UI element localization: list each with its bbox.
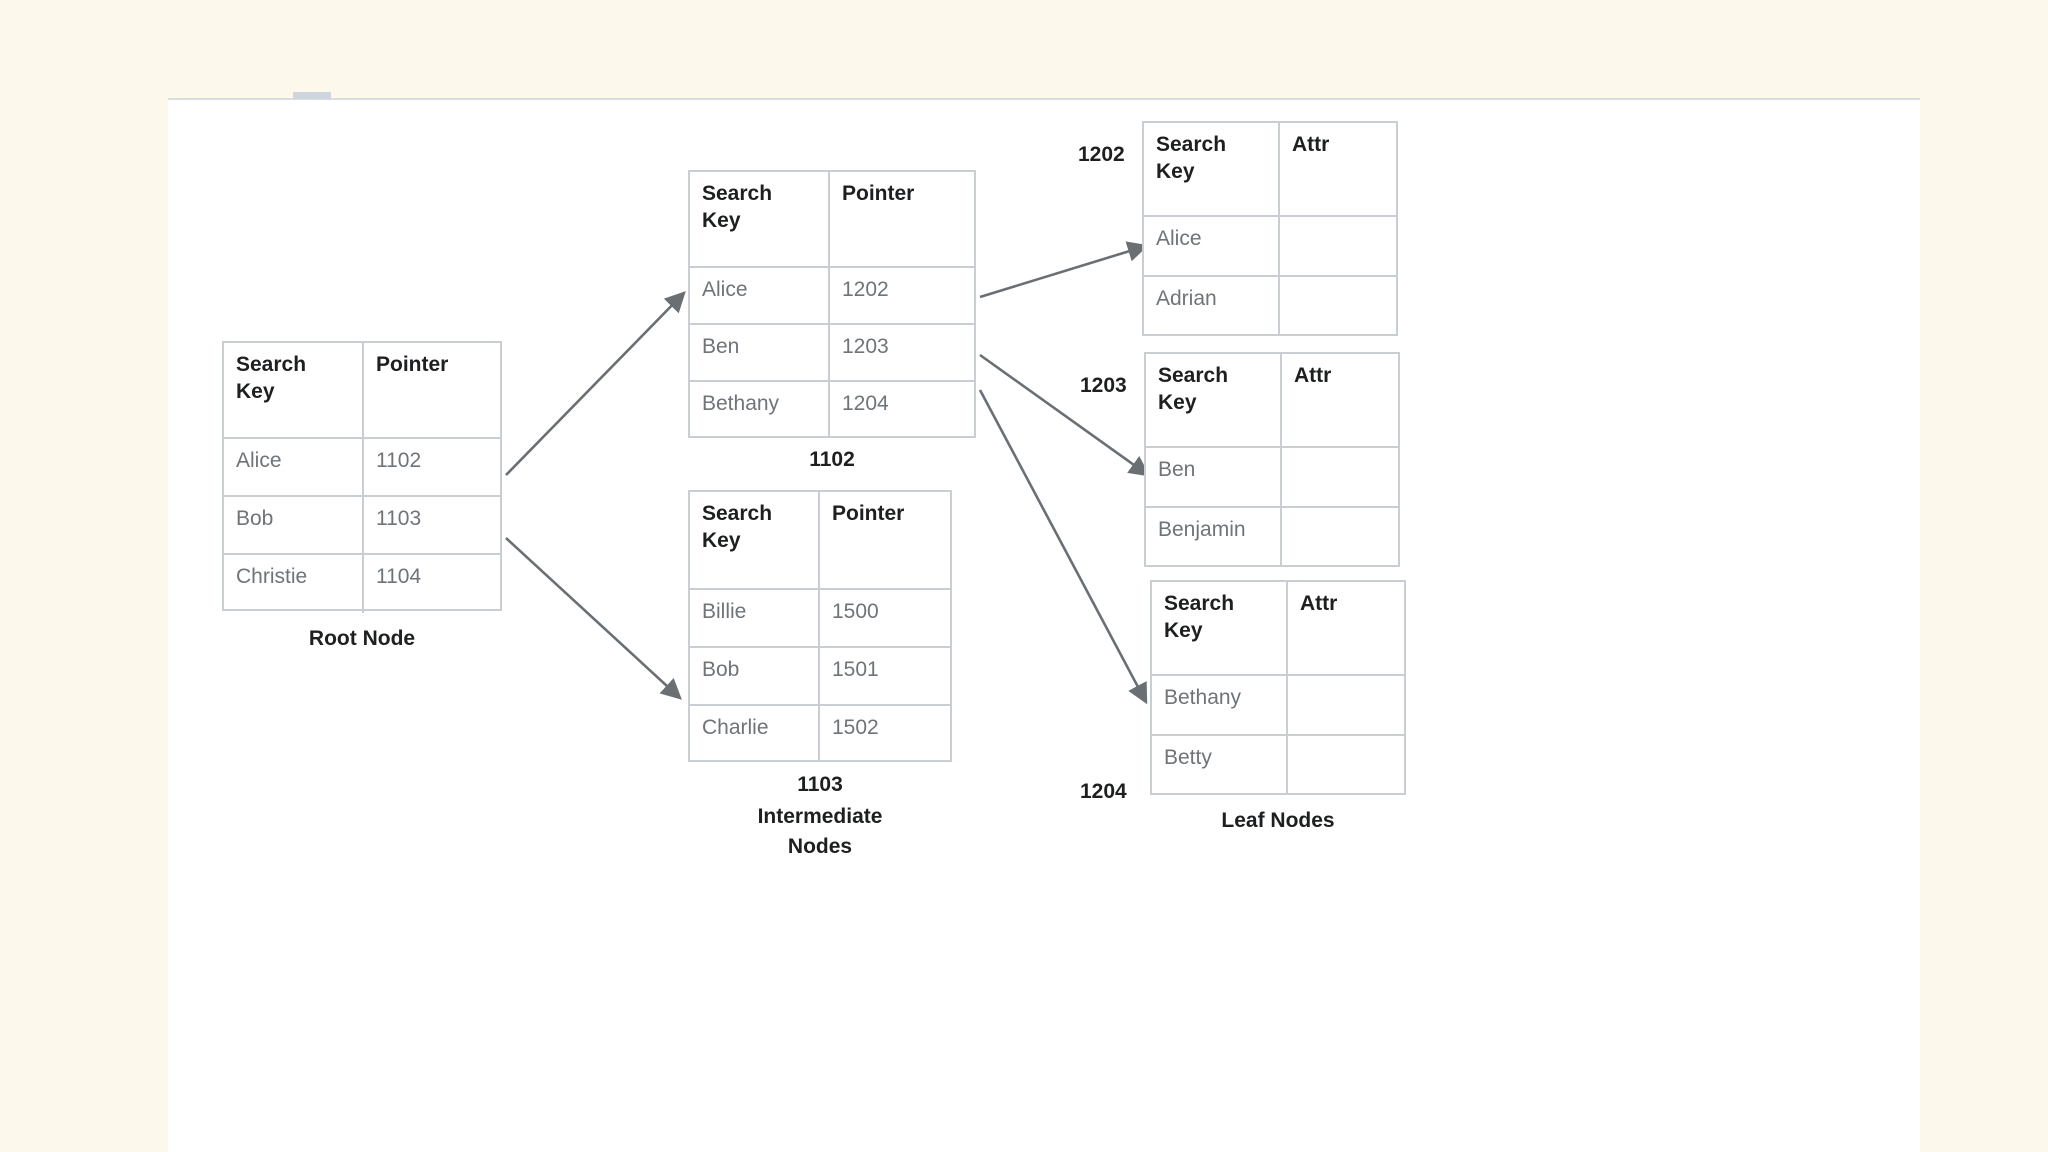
root-node-table[interactable]: Search Key Pointer Alice 1102 Bob 1103 C… [222, 341, 502, 613]
table-row[interactable]: Billie 1500 [690, 590, 950, 648]
leaf-1202-key-0: Alice [1144, 217, 1280, 275]
intermediate-1103-pointer-1: 1501 [832, 658, 879, 681]
root-node-header-row: Search Key Pointer [224, 343, 500, 439]
table-row[interactable]: Ben 1203 [690, 325, 974, 382]
root-node-pointer-1: 1103 [376, 507, 422, 530]
leaf-1203-key-0: Ben [1146, 448, 1282, 506]
leaf-1204-header-attr: Attr [1300, 592, 1338, 615]
edge-root-bob-to-1103 [505, 537, 682, 700]
leaf-node-1204-table[interactable]: Search Key Attr Bethany Betty [1150, 580, 1406, 795]
table-row[interactable]: Benjamin [1146, 508, 1398, 565]
intermediate-1102-pointer-2: 1204 [842, 392, 889, 415]
root-node-header-search-key: Search Key [224, 343, 364, 437]
intermediate-1102-header-search-key: Search Key [690, 172, 830, 266]
table-row[interactable]: Bob 1103 [224, 497, 500, 555]
leaf-1203-key-1: Benjamin [1146, 508, 1282, 565]
intermediate-1103-key-2: Charlie [690, 706, 820, 760]
table-row[interactable]: Bethany 1204 [690, 382, 974, 436]
leaf-1203-attr-1 [1282, 508, 1398, 565]
edge-1102-ben-to-leaf-1203 [979, 353, 1151, 477]
leaf-1203-header-row: Search Key Attr [1146, 354, 1398, 448]
intermediate-1102-key-0: Alice [690, 268, 830, 323]
root-node-pointer-0: 1102 [376, 449, 422, 472]
leaf-1202-header-search-key: Search Key [1144, 123, 1280, 215]
root-node-caption: Root Node [308, 627, 416, 650]
table-row[interactable]: Christie 1104 [224, 555, 500, 613]
leaf-1203-attr-0 [1282, 448, 1398, 506]
leaf-1204-key-0: Bethany [1152, 676, 1288, 734]
leaf-node-1203-table[interactable]: Search Key Attr Ben Benjamin [1144, 352, 1400, 567]
intermediate-1103-key-0: Billie [690, 590, 820, 646]
intermediate-1103-header-search-key: Search Key [690, 492, 820, 588]
leaf-1202-pointer-label: 1202 [1078, 143, 1125, 166]
diagram-canvas: Search Key Pointer Alice 1102 Bob 1103 C… [168, 100, 1920, 1152]
root-node-key-0: Alice [224, 439, 364, 495]
leaf-1204-header-search-key: Search Key [1152, 582, 1288, 674]
intermediate-1102-key-1: Ben [690, 325, 830, 380]
edge-1102-bethany-to-leaf-1204 [978, 389, 1148, 705]
intermediate-1103-key-1: Bob [690, 648, 820, 704]
intermediate-node-1102-table[interactable]: Search Key Pointer Alice 1202 Ben 1203 B… [688, 170, 976, 438]
table-row[interactable]: Betty [1152, 736, 1404, 793]
leaf-1202-header-attr: Attr [1292, 133, 1330, 156]
intermediate-1103-pointer-2: 1502 [832, 716, 879, 739]
root-node-header-pointer: Pointer [376, 353, 449, 376]
leaf-node-1202-table[interactable]: Search Key Attr Alice Adrian [1142, 121, 1398, 336]
table-row[interactable]: Alice 1202 [690, 268, 974, 325]
intermediate-1102-pointer-0: 1202 [842, 278, 889, 301]
edge-1102-alice-to-leaf-1202 [979, 241, 1149, 299]
intermediate-1103-pointer-0: 1500 [832, 600, 879, 623]
table-row[interactable]: Bethany [1152, 676, 1404, 736]
table-row[interactable]: Bob 1501 [690, 648, 950, 706]
leaf-1202-attr-1 [1280, 277, 1396, 334]
intermediate-nodes-caption: Intermediate Nodes [757, 805, 883, 859]
page-top-rule [168, 98, 1920, 101]
root-node-key-2: Christie [224, 555, 364, 613]
root-node-pointer-2: 1104 [376, 565, 422, 588]
leaf-1202-attr-0 [1280, 217, 1396, 275]
leaf-1202-header-row: Search Key Attr [1144, 123, 1396, 217]
leaf-1203-pointer-label: 1203 [1080, 374, 1127, 397]
table-row[interactable]: Alice [1144, 217, 1396, 277]
intermediate-1102-header-row: Search Key Pointer [690, 172, 974, 268]
leaf-1202-key-1: Adrian [1144, 277, 1280, 334]
root-node-key-1: Bob [224, 497, 364, 553]
table-row[interactable]: Ben [1146, 448, 1398, 508]
leaf-1204-attr-0 [1288, 676, 1404, 734]
leaf-1203-header-attr: Attr [1294, 364, 1332, 387]
intermediate-1102-header-pointer: Pointer [842, 182, 915, 205]
intermediate-1102-pointer-1: 1203 [842, 335, 889, 358]
intermediate-1102-key-2: Bethany [690, 382, 830, 436]
leaf-1204-header-row: Search Key Attr [1152, 582, 1404, 676]
page-top-stub [293, 92, 331, 99]
leaf-nodes-caption: Leaf Nodes [1221, 809, 1335, 832]
leaf-1204-key-1: Betty [1152, 736, 1288, 793]
intermediate-node-1103-label: 1103 [797, 773, 843, 796]
table-row[interactable]: Adrian [1144, 277, 1396, 334]
table-row[interactable]: Charlie 1502 [690, 706, 950, 760]
table-row[interactable]: Alice 1102 [224, 439, 500, 497]
leaf-1204-attr-1 [1288, 736, 1404, 793]
edge-root-alice-to-1102 [505, 291, 686, 476]
intermediate-node-1102-label: 1102 [809, 448, 855, 471]
leaf-1204-pointer-label: 1204 [1080, 780, 1127, 803]
leaf-1203-header-search-key: Search Key [1146, 354, 1282, 446]
intermediate-1103-header-pointer: Pointer [832, 502, 905, 525]
intermediate-node-1103-table[interactable]: Search Key Pointer Billie 1500 Bob 1501 … [688, 490, 952, 762]
intermediate-1103-header-row: Search Key Pointer [690, 492, 950, 590]
